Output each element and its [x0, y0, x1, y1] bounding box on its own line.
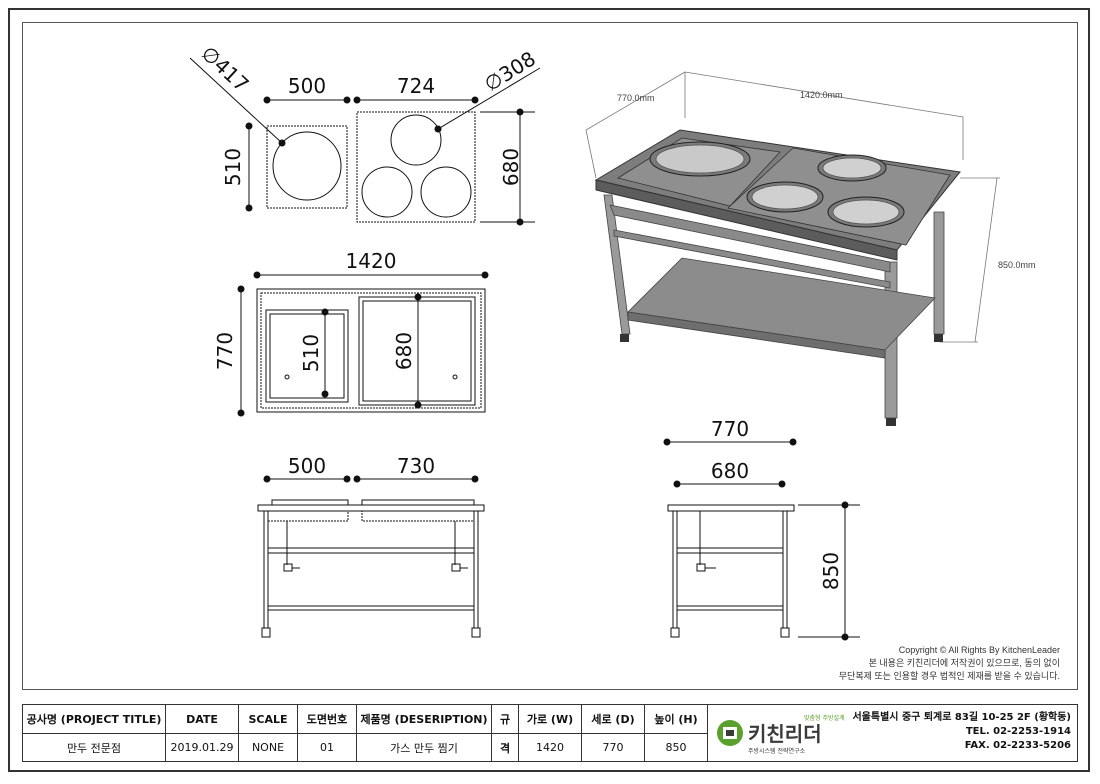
isometric-view: 1420.0mm 770.0mm 850.0mm [585, 71, 1036, 426]
val-scale: NONE [238, 733, 298, 762]
dim-side-height: 850 [819, 552, 843, 590]
side-elevation [667, 441, 860, 638]
val-width: 1420 [518, 733, 582, 762]
dim-large-diameter: ∅308 [480, 46, 540, 96]
logo-subtitle: 주방시스템 전략연구소 [748, 747, 806, 755]
iso-depth-label: 770.0mm [617, 93, 655, 103]
dim-side-inner: 680 [711, 459, 749, 483]
company-logo: 키친리더 맞춤형 주방설계 주방시스템 전략연구소 [717, 714, 845, 755]
val-project: 만두 전문점 [22, 733, 166, 762]
dim-front-right: 730 [397, 454, 435, 478]
company-block: 키친리더 맞춤형 주방설계 주방시스템 전략연구소 서울특별시 중구 퇴계로 8… [707, 704, 1078, 762]
hdr-spec-bottom: 격 [491, 733, 519, 762]
logo-tagline: 맞춤형 주방설계 [804, 714, 845, 722]
hdr-product: 제품명 (DESERIPTION) [356, 704, 492, 734]
copyright-line-1: Copyright © All Rights By KitchenLeader [898, 645, 1060, 655]
val-drawing-no: 01 [297, 733, 357, 762]
dim-plan-inner-small: 510 [299, 334, 323, 372]
dimension-markers [237, 96, 849, 641]
company-contact: 서울특별시 중구 퇴계로 83길 10-25 2F (황학동) TEL. 02-… [852, 711, 1071, 753]
top-view-small-well [189, 57, 348, 209]
val-height: 850 [644, 733, 708, 762]
hdr-drawing-no: 도면번호 [297, 704, 357, 734]
drawing-area [22, 22, 1078, 690]
dim-plan-depth: 770 [213, 332, 237, 370]
dim-side-outer: 770 [711, 417, 749, 441]
hdr-depth: 세로 (D) [581, 704, 645, 734]
dim-large-depth: 680 [499, 148, 523, 186]
iso-width-label: 1420.0mm [800, 90, 843, 100]
copyright-line-3: 무단복제 또는 인용할 경우 법적인 제재를 받을 수 있습니다. [838, 671, 1060, 681]
dim-small-diameter: ∅417 [197, 41, 254, 96]
dim-plan-width: 1420 [346, 249, 397, 273]
hdr-spec-top: 규 [491, 704, 519, 734]
logo-text: 키친리더 [748, 722, 822, 746]
front-elevation [257, 478, 485, 638]
plan-view [240, 274, 486, 413]
hdr-date: DATE [165, 704, 239, 734]
val-depth: 770 [581, 733, 645, 762]
hdr-scale: SCALE [238, 704, 298, 734]
dim-small-depth: 510 [221, 148, 245, 186]
hdr-height: 높이 (H) [644, 704, 708, 734]
dim-plan-inner-large: 680 [392, 332, 416, 370]
dim-large-width: 724 [397, 74, 435, 98]
dim-small-width: 500 [288, 74, 326, 98]
val-date: 2019.01.29 [165, 733, 239, 762]
company-fax: FAX. 02-2233-5206 [964, 740, 1071, 751]
hdr-width: 가로 (W) [518, 704, 582, 734]
dim-front-left: 500 [288, 454, 326, 478]
copyright-line-2: 본 내용은 키친리더에 저작권이 있으므로, 동의 없이 [868, 658, 1060, 668]
hdr-project: 공사명 (PROJECT TITLE) [22, 704, 166, 734]
top-view-large-well [356, 67, 541, 223]
title-block: 공사명 (PROJECT TITLE) DATE SCALE 도면번호 제품명 … [22, 704, 1078, 762]
copyright-notice: Copyright © All Rights By KitchenLeader … [839, 644, 1060, 683]
iso-height-label: 850.0mm [998, 260, 1036, 270]
company-address: 서울특별시 중구 퇴계로 83길 10-25 2F (황학동) [852, 712, 1071, 723]
company-tel: TEL. 02-2253-1914 [965, 726, 1071, 737]
val-product: 가스 만두 찜기 [356, 733, 492, 762]
drawing-frame [8, 8, 1090, 772]
